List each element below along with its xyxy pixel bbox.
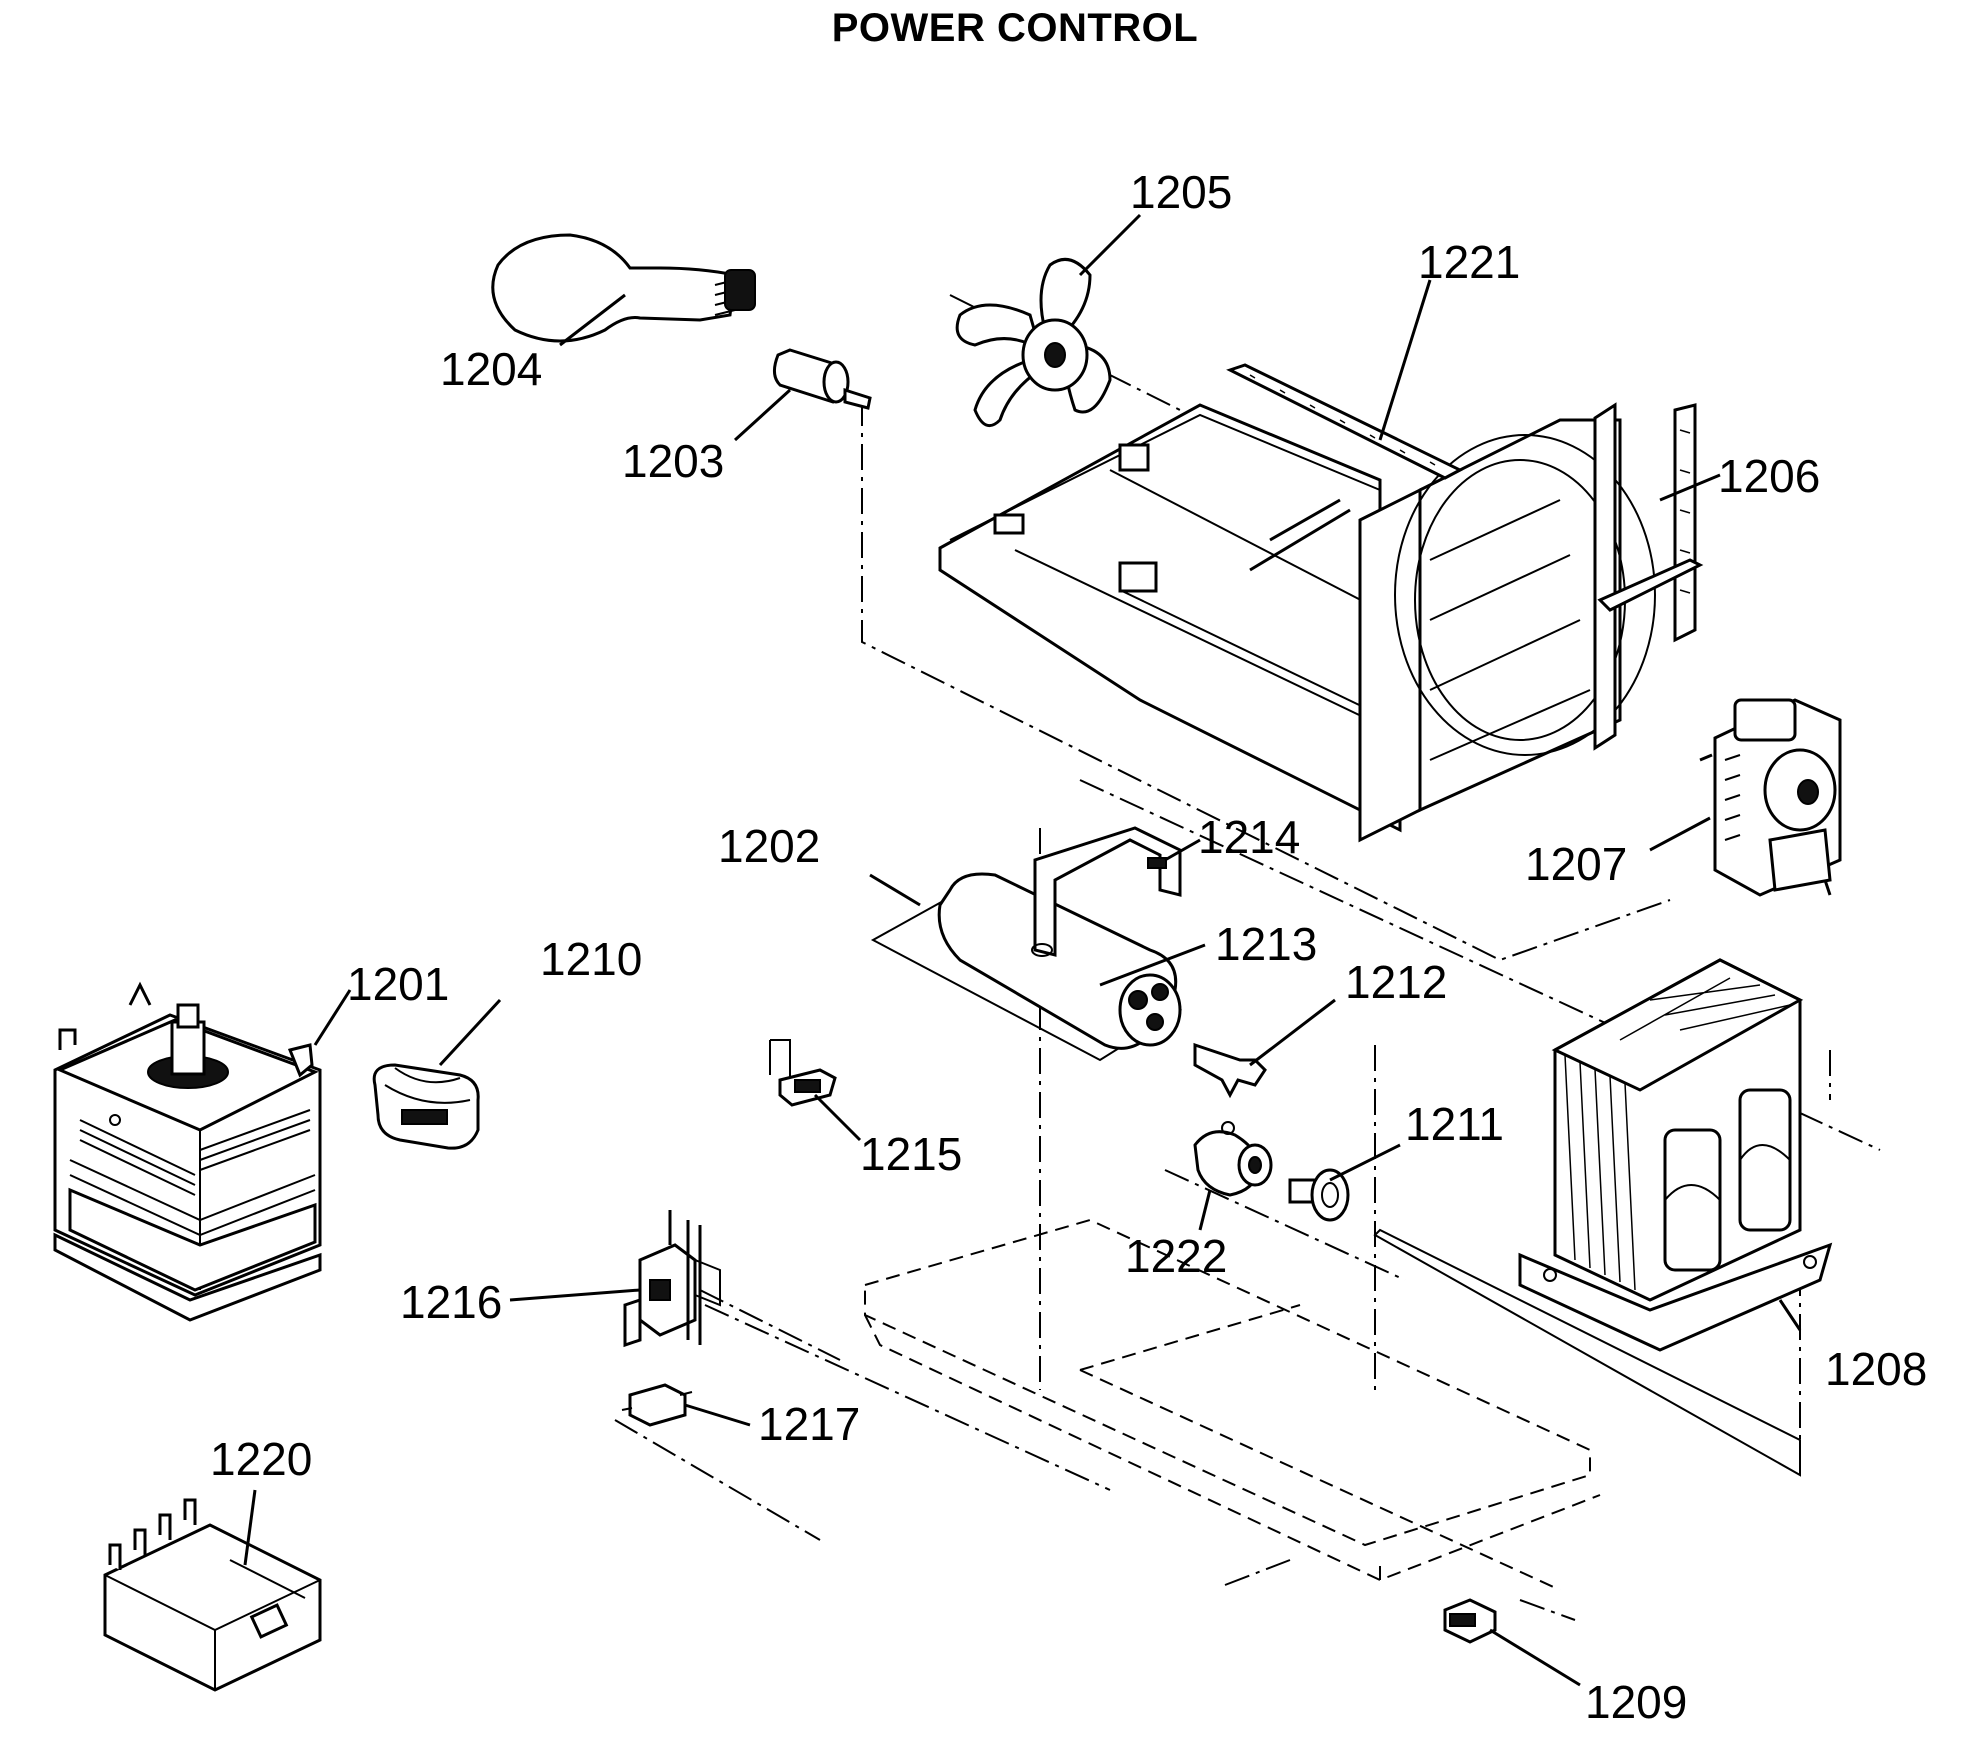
- callout-1208: 1208: [1825, 1343, 1927, 1395]
- fan-blade-1205: [955, 257, 1112, 428]
- diode-1212: [1193, 1042, 1267, 1099]
- switch-1217: [621, 1383, 693, 1427]
- fan-motor-1207: [1699, 698, 1842, 897]
- diagram-title: POWER CONTROL: [831, 6, 1199, 50]
- control-module-1220: [103, 1498, 322, 1692]
- callout-1216: 1216: [400, 1276, 502, 1328]
- filter-cover-1210: [372, 1063, 480, 1150]
- callout-1221: 1221: [1418, 236, 1520, 288]
- callout-1202: 1202: [718, 820, 820, 872]
- capacitor-bracket-1214: [1031, 826, 1182, 957]
- fan-duct-1221: [938, 363, 1704, 843]
- callout-1210: 1210: [540, 933, 642, 985]
- callout-1203: 1203: [622, 435, 724, 487]
- callout-1201: 1201: [347, 958, 449, 1010]
- callout-1212: 1212: [1345, 956, 1447, 1008]
- callout-1215: 1215: [860, 1128, 962, 1180]
- callout-1207: 1207: [1525, 838, 1627, 890]
- fuse-holder-1209: [1443, 1598, 1497, 1644]
- transformer-1208: [1518, 958, 1833, 1352]
- interlock-switch-1216: [623, 1210, 721, 1348]
- callout-1213: 1213: [1215, 918, 1317, 970]
- screw-1211: [1288, 1168, 1350, 1222]
- callout-1211: 1211: [1405, 1098, 1504, 1150]
- callout-1209: 1209: [1585, 1676, 1687, 1728]
- callout-1206: 1206: [1718, 450, 1820, 502]
- thermal-cutout-1222: [1193, 1121, 1273, 1197]
- callout-1205: 1205: [1130, 166, 1232, 218]
- switch-1215: [769, 1039, 837, 1107]
- callout-1217: 1217: [758, 1398, 860, 1450]
- lamp-1204: [491, 233, 756, 343]
- callout-labels: 1205 1221 1204 1203 1206 1202 1214 1207 …: [210, 166, 1927, 1728]
- callout-1214: 1214: [1198, 811, 1300, 863]
- capacitor-1213: [870, 872, 1183, 1062]
- callout-1220: 1220: [210, 1433, 312, 1485]
- lamp-socket-1203: [773, 348, 872, 410]
- leader-lines: [243, 213, 1802, 1687]
- callout-1204: 1204: [440, 343, 542, 395]
- magnetron-1201: [53, 981, 322, 1322]
- callout-1222: 1222: [1125, 1230, 1227, 1282]
